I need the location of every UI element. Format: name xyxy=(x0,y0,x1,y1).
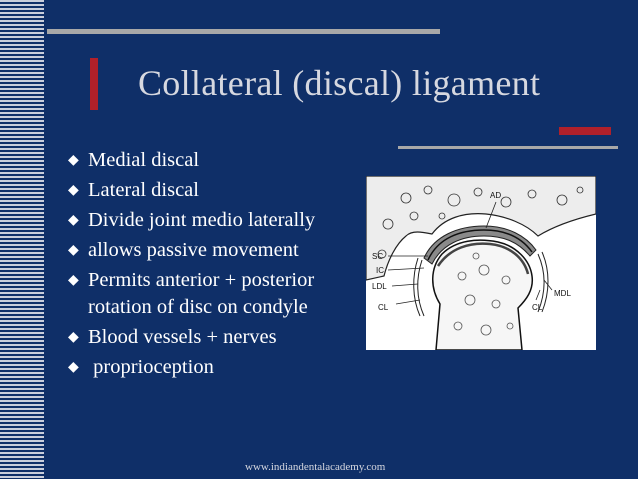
bullet-text: Lateral discal xyxy=(88,179,199,201)
diamond-bullet-icon: ◆ xyxy=(68,273,79,288)
bullet-text: Medial discal xyxy=(88,149,200,171)
diamond-bullet-icon: ◆ xyxy=(68,360,79,375)
decorative-red-bar-right xyxy=(559,127,611,135)
decorative-bar-right xyxy=(398,146,618,149)
label-cl-right: CL xyxy=(532,303,543,312)
diamond-bullet-icon: ◆ xyxy=(68,153,79,168)
bullet-text: Divide joint medio laterally xyxy=(88,209,316,231)
footer-url: www.indiandentalacademy.com xyxy=(245,461,386,473)
bullet-item: ◆ allows passive movement xyxy=(68,237,315,264)
decorative-bar-top xyxy=(47,29,440,34)
bullet-text: Permits anterior + posterior xyxy=(88,269,315,291)
bullet-item: ◆ Permits anterior + posterior rotation of… xyxy=(68,267,315,321)
striped-border xyxy=(0,0,44,479)
condyle-illustration: AD SC IC LDL CL MDL CL xyxy=(366,176,596,350)
bullet-item: ◆ Lateral discal xyxy=(68,177,315,204)
label-ldl: LDL xyxy=(372,282,387,291)
diamond-bullet-icon: ◆ xyxy=(68,330,79,345)
bullet-item: ◆ Divide joint medio laterally xyxy=(68,207,315,234)
bullet-item: ◆ Blood vessels + nerves xyxy=(68,324,315,351)
label-ad: AD xyxy=(490,191,501,200)
label-sc: SC xyxy=(372,252,383,261)
bullet-text-continued: rotation of disc on condyle xyxy=(88,296,308,318)
diamond-bullet-icon: ◆ xyxy=(68,183,79,198)
bullet-text: Blood vessels + nerves xyxy=(88,326,277,348)
bullet-text: proprioception xyxy=(88,356,214,378)
bullet-item: ◆ proprioception xyxy=(68,354,315,381)
label-cl-left: CL xyxy=(378,303,389,312)
bullet-item: ◆ Medial discal xyxy=(68,147,315,174)
bullet-text: allows passive movement xyxy=(88,239,299,261)
slide-title: Collateral (discal) ligament xyxy=(138,63,541,103)
decorative-red-bar-left xyxy=(90,58,98,110)
label-ic: IC xyxy=(376,266,384,275)
diamond-bullet-icon: ◆ xyxy=(68,243,79,258)
tmj-ligament-diagram: AD SC IC LDL CL MDL CL xyxy=(366,176,596,350)
bullet-list: ◆ Medial discal ◆ Lateral discal ◆ Divide j… xyxy=(68,147,315,384)
label-mdl: MDL xyxy=(554,289,571,298)
diamond-bullet-icon: ◆ xyxy=(68,213,79,228)
